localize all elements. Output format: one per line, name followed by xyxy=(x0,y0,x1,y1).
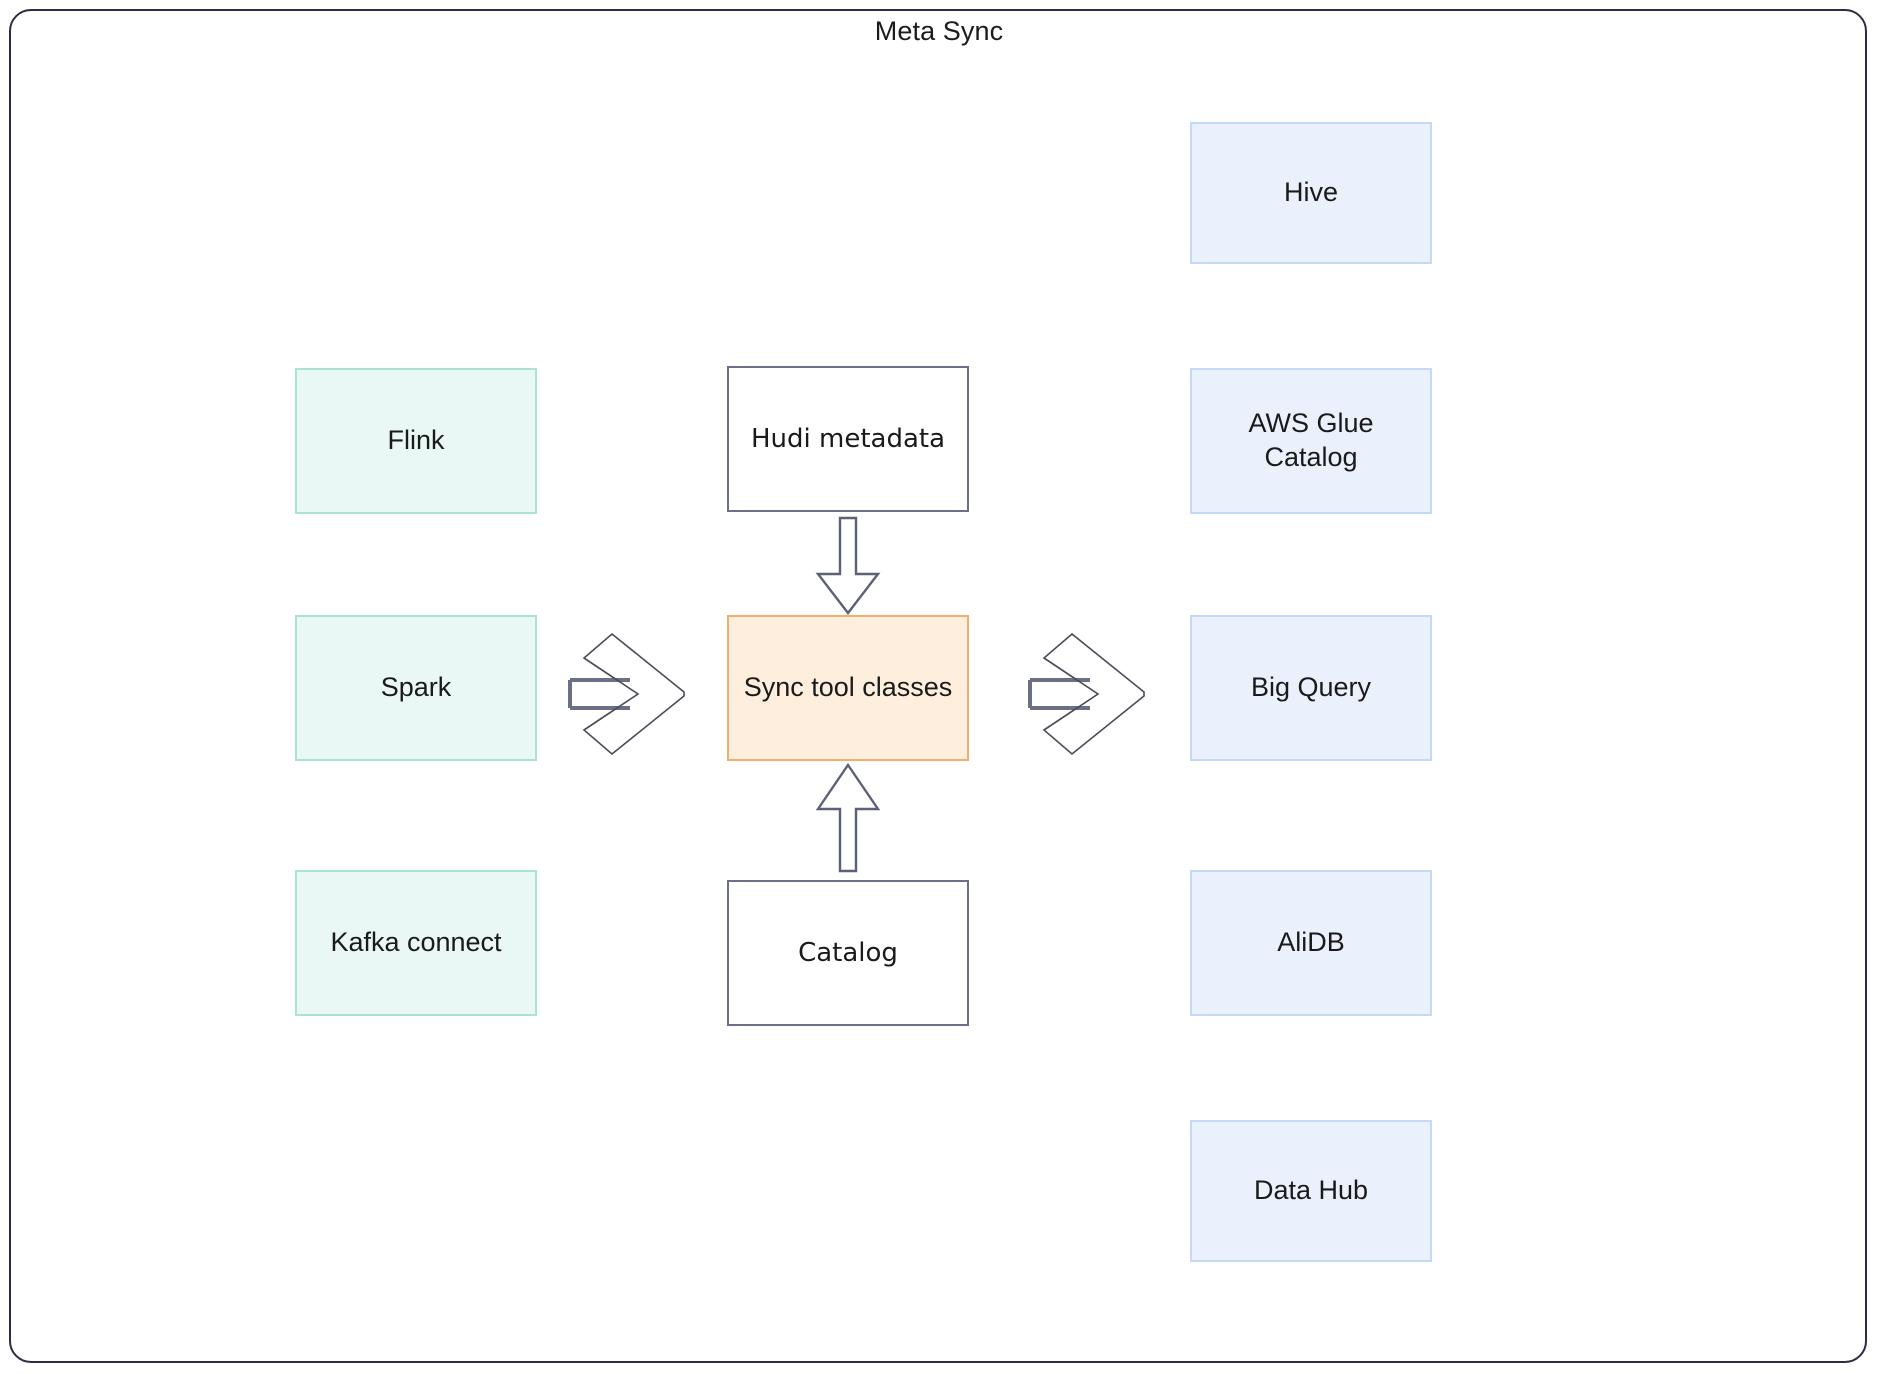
connector-spark-to-sync xyxy=(568,632,688,756)
node-kafka-connect[interactable]: Kafka connect xyxy=(295,870,537,1016)
node-label: Catalog xyxy=(798,937,898,968)
node-catalog[interactable]: Catalog xyxy=(727,880,969,1026)
block-arrow-down-icon xyxy=(815,516,881,615)
node-alidb[interactable]: AliDB xyxy=(1190,870,1432,1016)
block-arrow-up-icon xyxy=(815,762,881,873)
page-title: Meta Sync xyxy=(874,16,1004,46)
node-label: Spark xyxy=(380,672,452,703)
node-label: AWS Glue Catalog xyxy=(1248,408,1374,472)
node-flink[interactable]: Flink xyxy=(295,368,537,514)
chevron-block-arrow-right-icon xyxy=(1028,632,1145,756)
node-label: Flink xyxy=(387,425,445,456)
node-spark[interactable]: Spark xyxy=(295,615,537,761)
node-aws-glue-catalog[interactable]: AWS Glue Catalog xyxy=(1190,368,1432,514)
connector-catalog-to-sync xyxy=(815,762,881,873)
connector-sync-to-bigquery xyxy=(1028,632,1148,756)
node-label: Hudi metadata xyxy=(750,423,946,454)
node-label: Data Hub xyxy=(1253,1175,1369,1206)
node-hive[interactable]: Hive xyxy=(1190,122,1432,264)
node-data-hub[interactable]: Data Hub xyxy=(1190,1120,1432,1262)
node-label: AliDB xyxy=(1277,927,1345,958)
node-label: Hive xyxy=(1283,177,1338,208)
node-sync-tool-classes[interactable]: Sync tool classes xyxy=(727,615,969,761)
node-label: Big Query xyxy=(1250,672,1372,703)
chevron-block-arrow-right-icon xyxy=(568,632,685,756)
node-big-query[interactable]: Big Query xyxy=(1190,615,1432,761)
node-label: Sync tool classes xyxy=(743,672,953,703)
connector-hudi-to-sync xyxy=(815,516,881,615)
node-label: Kafka connect xyxy=(330,927,502,958)
node-hudi-metadata[interactable]: Hudi metadata xyxy=(727,366,969,512)
